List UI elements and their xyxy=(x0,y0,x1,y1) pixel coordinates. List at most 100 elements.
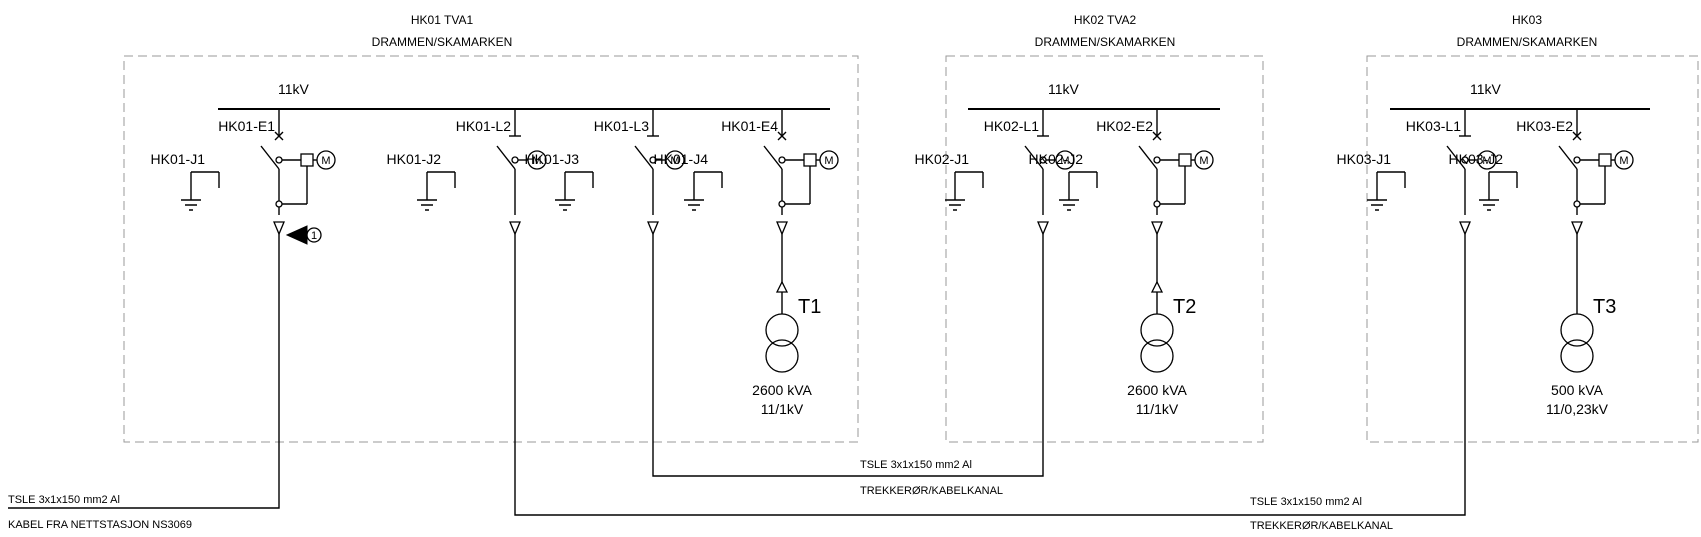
cable-route-hk01-l2-hk03-l1 xyxy=(514,240,1466,516)
feeder-hk01-e4-aux-contact-icon xyxy=(778,200,786,208)
feeder-hk01-l3-motor-label: M xyxy=(670,155,679,167)
feeder-hk01-l2-switch-blade xyxy=(496,145,516,170)
feeder-hk01-l3-earth-switch-name: HK01-J3 xyxy=(525,151,580,167)
feeder-hk01-e1-name: HK01-E1 xyxy=(218,118,275,134)
feeder-hk03-e2-motor-icon xyxy=(1614,150,1634,170)
station-hk02-voltage: 11kV xyxy=(1048,81,1080,97)
callout-number: 1 xyxy=(311,230,317,242)
feeder-hk03-l1-switch-blade xyxy=(1446,145,1466,170)
feeder-hk03-e2-cable-terminal-icon xyxy=(1571,221,1583,236)
transformers: T1 2600 kVA 11/1kV T2 2600 kVA 11/1kV T3… xyxy=(752,240,1616,417)
feeder-hk01-l2-cable-terminal-icon xyxy=(509,221,521,236)
transformer-t1-rating: 2600 kVA xyxy=(752,382,812,398)
cable-route-hk01-l3-hk02-l1 xyxy=(652,240,1044,477)
feeder-hk01-l2-earth-switch-name: HK01-J2 xyxy=(387,151,442,167)
station-hk02: HK02 TVA2 DRAMMEN/SKAMARKEN 11kV xyxy=(945,13,1264,443)
feeder-hk01-e4-motor-icon xyxy=(819,150,839,170)
feeder-hk01-e4-earth-switch-name: HK01-J4 xyxy=(654,151,709,167)
feeder-hk02-l1-cable-terminal-icon xyxy=(1037,221,1049,236)
cable-routes xyxy=(8,240,1466,516)
feeder-hk01-e4-ground-icon xyxy=(684,199,704,211)
feeder-hk03-e2-contact-icon xyxy=(1573,156,1581,164)
station-hk01-voltage: 11kV xyxy=(278,81,310,97)
feeder-hk03-l1-motor-label: M xyxy=(1482,155,1491,167)
feeder-hk01-l2-motor-icon xyxy=(527,150,547,170)
feeder-hk03-l1-name: HK03-L1 xyxy=(1406,118,1461,134)
feeder-hk03-e2-aux-contact-icon xyxy=(1573,200,1581,208)
transformer-t2-name: T2 xyxy=(1173,296,1196,318)
feeder-hk02-e2-isolator-icon xyxy=(1152,131,1162,141)
station-hk03: HK03 DRAMMEN/SKAMARKEN 11kV xyxy=(1366,13,1699,443)
feeder-hk01-l2-contact-icon xyxy=(511,156,519,164)
feeder-hk03-e2-motor-label: M xyxy=(1619,155,1628,167)
feeder-hk01-e1-earth-switch-name: HK01-J1 xyxy=(151,151,206,167)
feeder-hk02-l1-earth-switch-name: HK02-J1 xyxy=(915,151,970,167)
transformer-t3-winding-secondary-icon xyxy=(1560,339,1594,373)
station-hk03-subtitle: DRAMMEN/SKAMARKEN xyxy=(1457,35,1598,49)
feeder-hk01-e4-contact-icon xyxy=(778,156,786,164)
cable-hk02-note: TREKKERØR/KABELKANAL xyxy=(860,485,1003,497)
station-hk01: HK01 TVA1 DRAMMEN/SKAMARKEN 11kV xyxy=(123,13,859,443)
feeder-hk02-l1-ground-icon xyxy=(945,199,965,211)
feeder-hk01-l3-motor-icon xyxy=(665,150,685,170)
transformer-t1-winding-primary-icon xyxy=(765,313,799,347)
feeder-hk01-l2-ground-icon xyxy=(417,199,437,211)
transformer-t2: T2 2600 kVA 11/1kV xyxy=(1127,240,1196,417)
station-hk02-title: HK02 TVA2 xyxy=(1074,13,1137,27)
feeder-hk02-e2-motor-label: M xyxy=(1199,155,1208,167)
feeder-hk01-e1-cable-terminal-icon xyxy=(273,221,285,236)
feeder-hk01-l2-motor-label: M xyxy=(532,155,541,167)
callout-circle-icon xyxy=(306,227,322,243)
feeder-hk02-e2-name: HK02-E2 xyxy=(1096,118,1153,134)
feeder-hk02-l1-motor-label: M xyxy=(1060,155,1069,167)
transformer-t1-name: T1 xyxy=(798,296,821,318)
cable-labels: TSLE 3x1x150 mm2 Al KABEL FRA NETTSTASJO… xyxy=(8,459,1393,532)
feeder-hk02-l1-name: HK02-L1 xyxy=(984,118,1039,134)
transformer-t2-winding-primary-icon xyxy=(1140,313,1174,347)
transformer-t3-ratio: 11/0,23kV xyxy=(1546,401,1609,417)
feeder-hk02-l1-switch-blade xyxy=(1024,145,1044,170)
transformer-t2-ratio: 11/1kV xyxy=(1136,401,1179,417)
feeder-hk01-e1-ground-icon xyxy=(181,199,201,211)
feeder-hk01-e4-motor-label: M xyxy=(824,155,833,167)
station-hk02-subtitle: DRAMMEN/SKAMARKEN xyxy=(1035,35,1176,49)
feeder-hk03-l1-motor-icon xyxy=(1477,150,1497,170)
feeder-hk03-l1-cable-terminal-icon xyxy=(1459,221,1471,236)
feeder-hk03-e2-earth-switch-name: HK03-J2 xyxy=(1449,151,1504,167)
feeder-hk02-e2-switch-blade xyxy=(1138,145,1158,170)
transformer-t3-winding-primary-icon xyxy=(1560,313,1594,347)
station-hk03-boundary xyxy=(1366,55,1699,443)
feeder-hk01-l3-switch-blade xyxy=(634,145,654,170)
feeder-hk01-e1-switch-blade xyxy=(260,145,280,170)
feeder-hk02-e2-aux-contact-icon xyxy=(1153,200,1161,208)
feeder-hk03-e2-relay-icon xyxy=(1598,153,1612,167)
feeder-hk01-l2-name: HK01-L2 xyxy=(456,118,511,134)
feeder-hk01-e4-cable-terminal-icon xyxy=(776,221,788,236)
station-hk02-boundary xyxy=(945,55,1264,443)
feeder-hk01-e1-relay-icon xyxy=(300,153,314,167)
feeder-hk01-l3-name: HK01-L3 xyxy=(594,118,649,134)
transformer-t1: T1 2600 kVA 11/1kV xyxy=(752,240,821,417)
feeder-hk03-e2-ground-icon xyxy=(1479,199,1499,211)
transformer-t2-rating: 2600 kVA xyxy=(1127,382,1187,398)
station-hk01-title: HK01 TVA1 xyxy=(411,13,474,27)
station-hk01-subtitle: DRAMMEN/SKAMARKEN xyxy=(372,35,513,49)
feeder-hk01-l3-cable-terminal-icon xyxy=(647,221,659,236)
cable-hk03-spec: TSLE 3x1x150 mm2 Al xyxy=(1250,496,1362,508)
feeder-hk02-e2-cable-terminal-icon xyxy=(1151,221,1163,236)
transformer-t3-rating: 500 kVA xyxy=(1551,382,1604,398)
feeder-hk03-e2-isolator-icon xyxy=(1572,131,1582,141)
feeder-hk02-e2-relay-icon xyxy=(1178,153,1192,167)
transformer-t1-winding-secondary-icon xyxy=(765,339,799,373)
feeder-hk01-e4-isolator-icon xyxy=(777,131,787,141)
feeder-hk01-e4-name: HK01-E4 xyxy=(721,118,778,134)
transformer-t3: T3 500 kVA 11/0,23kV xyxy=(1546,240,1616,417)
